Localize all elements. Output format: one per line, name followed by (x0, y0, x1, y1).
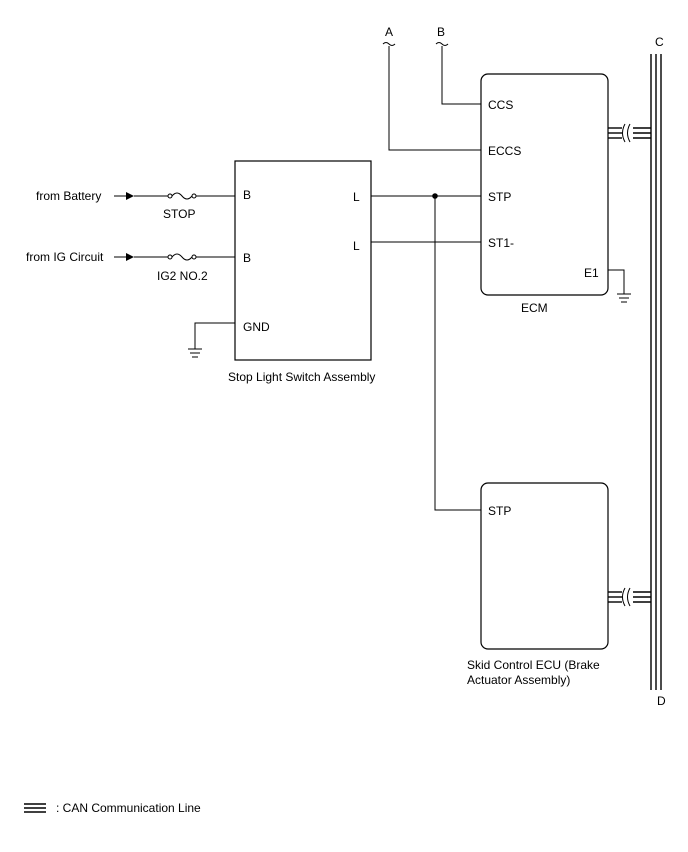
can-legend-icon (24, 803, 46, 813)
stop-fuse-label: STOP (163, 207, 195, 221)
switch-pin-l2: L (353, 239, 360, 253)
ecm-pin-e1: E1 (584, 266, 599, 280)
battery-arrow-icon (126, 192, 134, 200)
wire-stp-to-skid-ecu (434, 196, 481, 511)
stop-light-switch-box (234, 160, 372, 361)
ecm-ground-wire (608, 269, 625, 294)
ecm-can-stub (608, 123, 651, 143)
ecm-box (480, 73, 609, 296)
skid-name-line1: Skid Control ECU (Brake (467, 658, 600, 672)
ecm-pin-eccs: ECCS (488, 144, 521, 158)
ig2-fuse-label: IG2 NO.2 (157, 269, 208, 283)
switch-pin-l1: L (353, 190, 360, 204)
can-bus-line (650, 54, 662, 690)
switch-name-label: Stop Light Switch Assembly (228, 370, 375, 384)
ig-arrow-icon (126, 253, 134, 261)
connector-a-label: A (385, 25, 393, 39)
wire-b-to-ccs (441, 46, 481, 105)
switch-pin-b1: B (243, 188, 251, 202)
switch-pin-gnd: GND (243, 320, 270, 334)
skid-can-stub (608, 587, 651, 607)
wire-a-to-eccs (388, 46, 481, 151)
connector-c-label: C (655, 35, 664, 49)
from-ig-circuit-label: from IG Circuit (26, 250, 104, 264)
connector-d-label: D (657, 694, 666, 708)
ecm-name-label: ECM (521, 301, 548, 315)
connector-a-break-icon (382, 42, 396, 46)
connector-b-label: B (437, 25, 445, 39)
ecm-pin-ccs: CCS (488, 98, 513, 112)
ig2-fuse-icon (167, 253, 197, 261)
ecm-pin-stp: STP (488, 190, 511, 204)
ecm-pin-st1: ST1- (488, 236, 514, 250)
switch-pin-b2: B (243, 251, 251, 265)
from-battery-label: from Battery (36, 189, 101, 203)
can-legend-label: : CAN Communication Line (56, 801, 201, 815)
connector-b-break-icon (435, 42, 449, 46)
stop-fuse-icon (167, 192, 197, 200)
ecm-ground-icon (617, 293, 631, 303)
switch-ground-icon (188, 348, 202, 358)
skid-pin-stp: STP (488, 504, 511, 518)
skid-control-ecu-box (480, 482, 609, 650)
switch-ground-wire (194, 322, 235, 349)
skid-name-line2: Actuator Assembly) (467, 673, 570, 687)
